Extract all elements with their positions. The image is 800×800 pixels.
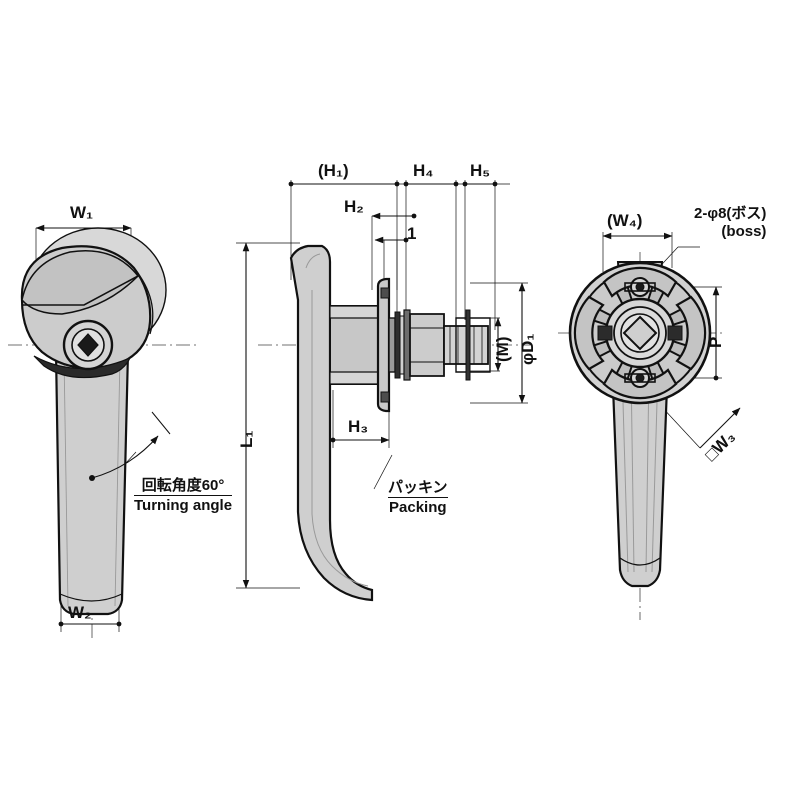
label-one: 1 [407, 224, 417, 243]
label-l1: L₁ [237, 430, 256, 448]
lock-keyway-square [77, 333, 99, 357]
hex-nut-1 [409, 313, 445, 377]
label-m: (M) [493, 336, 512, 362]
packing-en-text: Packing [389, 498, 447, 516]
boss-jp-text: 2-φ8(ボス) [694, 205, 767, 222]
center-view-group [289, 244, 491, 602]
annotation-packing: パッキン Packing [388, 479, 448, 516]
left-view-group [20, 227, 171, 616]
label-p: P [706, 336, 725, 348]
leader-w3 [699, 407, 741, 449]
handle-profile-side [289, 244, 374, 602]
turning-angle-pivot [89, 475, 95, 481]
boss-hole-bottom-edge [380, 391, 390, 403]
flange-large-pockets [573, 266, 707, 400]
washer-2 [399, 315, 405, 375]
label-h1: (H₁) [318, 161, 349, 180]
rear-shaft [610, 358, 670, 588]
boss-neck-top [329, 305, 379, 319]
turning-angle-arc [91, 435, 159, 479]
head-gasket-band [33, 355, 132, 379]
head-crease [22, 275, 139, 306]
boss-en-text: (boss) [721, 222, 767, 240]
washer-1 [394, 311, 401, 379]
rear-shaft-bottom [619, 557, 661, 566]
head-skirt-arc [133, 267, 154, 335]
boss-hole-top-edge [380, 287, 390, 299]
label-h2: H₂ [344, 197, 364, 216]
label-w2: W₂ [68, 603, 92, 622]
label-h5: H₅ [470, 161, 491, 180]
turning-angle-jp-text: 回転角度60° [134, 478, 233, 496]
hex-nut-2 [455, 317, 491, 373]
boss-neck-bottom [329, 371, 379, 385]
right-view-group [568, 261, 712, 588]
hub-lug-left [597, 325, 613, 341]
label-h3: H₃ [348, 417, 369, 436]
shaft-bottom-edge [59, 593, 123, 602]
label-w4: (W₄) [607, 211, 643, 230]
boss-holes [624, 277, 656, 388]
label-h4: H₄ [413, 161, 434, 180]
annotation-boss: 2-φ8(ボス) (boss) [694, 205, 767, 240]
lock-washer [465, 309, 471, 381]
annotation-turning-angle: 回転角度60° Turning angle [134, 478, 233, 514]
shaft-shading [63, 355, 121, 607]
flange-plate [376, 277, 391, 413]
handle-shaft [54, 350, 130, 616]
packing-jp-text: パッキン [388, 479, 448, 498]
turning-angle-ray [151, 411, 171, 435]
turning-angle-en-text: Turning angle [134, 496, 233, 514]
hub-lug-right [667, 325, 683, 341]
label-d1: φD₁ [518, 333, 537, 365]
center-square-keyway [622, 315, 658, 351]
label-w1: W₁ [70, 203, 94, 222]
packing-washer [388, 317, 396, 373]
handle-profile-shading [305, 253, 369, 587]
